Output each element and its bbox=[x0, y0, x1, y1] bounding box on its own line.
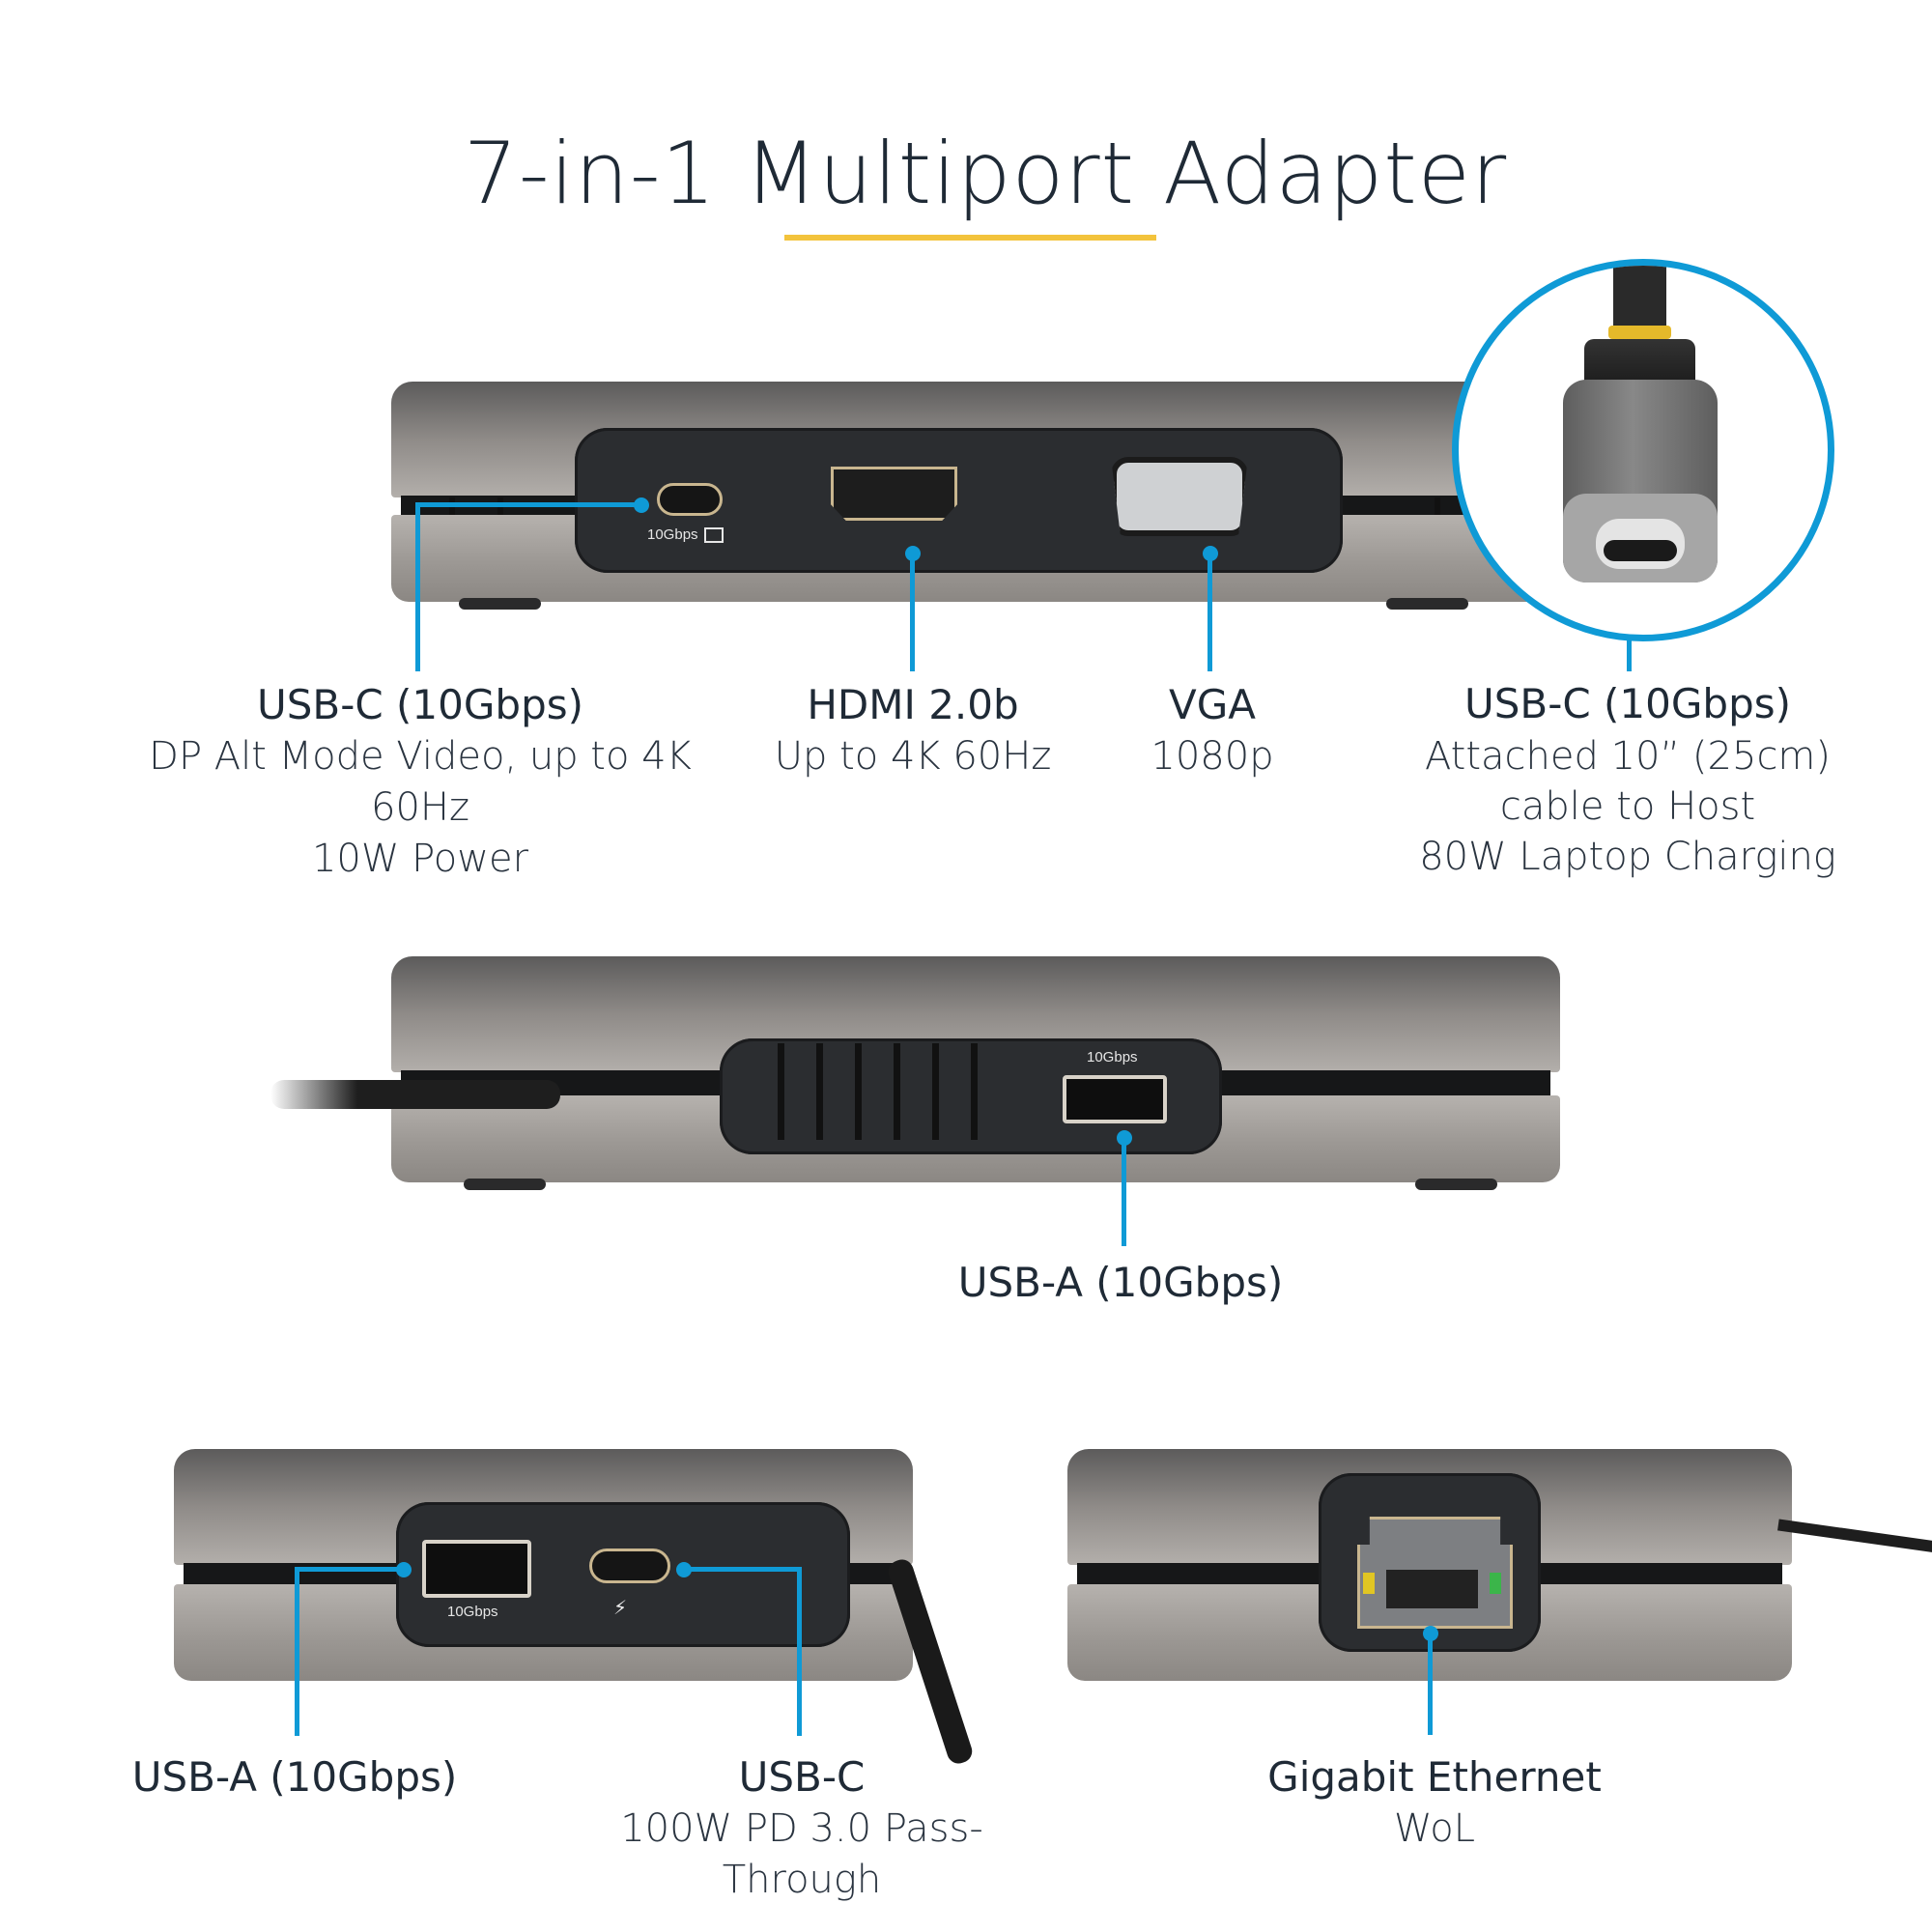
usb-a-port-left bbox=[422, 1540, 531, 1598]
side-view-device: 10Gbps bbox=[391, 956, 1560, 1198]
title-underline bbox=[784, 235, 1156, 241]
activity-led-green bbox=[1490, 1573, 1501, 1594]
usb-c-speed-marking: 10Gbps bbox=[647, 526, 698, 543]
left-end-view-device: 10Gbps ⚡ bbox=[174, 1449, 913, 1690]
callout-usb-c-display: USB-C (10Gbps) DP Alt Mode Video, up to … bbox=[149, 681, 692, 882]
callout-usb-a-side: USB-A (10Gbps) bbox=[957, 1259, 1284, 1306]
vga-port bbox=[1111, 457, 1248, 536]
callout-usb-c-host: USB-C (10Gbps) Attached 10” (25cm) cable… bbox=[1419, 680, 1836, 879]
page-title: 7-in-1 Multiport Adapter bbox=[463, 124, 1508, 223]
hdmi-port bbox=[831, 467, 957, 521]
usb-c-port-display bbox=[657, 483, 723, 516]
display-icon bbox=[703, 527, 724, 544]
callout-vga: VGA 1080p bbox=[1151, 681, 1274, 780]
attached-cable bbox=[270, 1080, 560, 1109]
callout-usb-c-pd: USB-C 100W PD 3.0 Pass-Through bbox=[620, 1753, 983, 1903]
usb-c-pd-port bbox=[589, 1548, 670, 1583]
usb-a-port-side bbox=[1063, 1075, 1167, 1123]
link-led-yellow bbox=[1363, 1573, 1375, 1594]
usb-a-left-speed-marking: 10Gbps bbox=[447, 1604, 498, 1620]
callout-ethernet: Gigabit Ethernet WoL bbox=[1267, 1753, 1602, 1852]
front-view-device: 10Gbps bbox=[391, 382, 1550, 613]
attached-cable-right bbox=[1777, 1519, 1932, 1555]
callout-hdmi: HDMI 2.0b Up to 4K 60Hz bbox=[774, 681, 1052, 780]
callout-usb-a-left: USB-A (10Gbps) bbox=[131, 1753, 458, 1801]
cable bbox=[1613, 266, 1666, 333]
right-end-view-device bbox=[1067, 1449, 1792, 1690]
power-delivery-icon: ⚡ bbox=[613, 1598, 628, 1619]
cable-connector-zoom bbox=[1452, 259, 1834, 641]
usb-a-speed-marking: 10Gbps bbox=[1087, 1049, 1138, 1065]
